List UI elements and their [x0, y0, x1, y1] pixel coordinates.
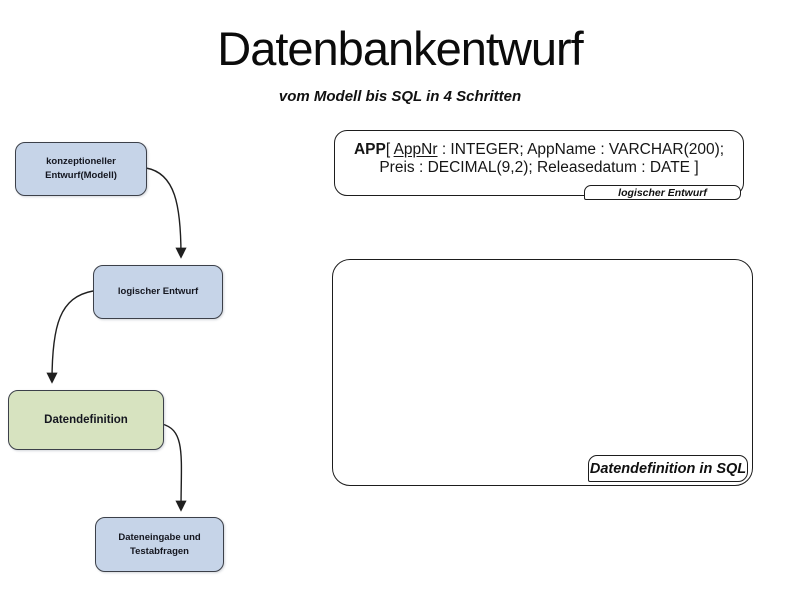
slide-subtitle: vom Modell bis SQL in 4 Schritten	[278, 88, 522, 105]
schema-attributes-1: : INTEGER; AppName : VARCHAR(200);	[437, 141, 725, 158]
flow-step-dateneingabe-testabfragen: Dateneingabe und Testabfragen	[95, 517, 224, 572]
slide-title: Datenbankentwurf	[217, 22, 583, 75]
flow-step-konzeptioneller-entwurf: konzeptioneller Entwurf(Modell)	[15, 142, 147, 196]
flow-step-label: konzeptioneller Entwurf(Modell)	[45, 156, 117, 181]
schema-line-1: APP[ AppNr : INTEGER; AppName : VARCHAR(…	[335, 141, 743, 159]
logischer-entwurf-tab: logischer Entwurf	[584, 185, 741, 200]
flow-step-datendefinition: Datendefinition	[8, 390, 164, 450]
schema-line-2: Preis : DECIMAL(9,2); Releasedatum : DAT…	[379, 159, 699, 176]
sql-definition-box	[332, 259, 753, 486]
connector-arrow-step3-step4	[161, 423, 187, 512]
flow-step-label: Datendefinition	[44, 413, 128, 426]
connector-arrow-step1-step2	[145, 167, 187, 259]
open-bracket: [	[385, 141, 394, 158]
flow-step-label: Dateneingabe und Testabfragen	[118, 531, 201, 557]
datendefinition-in-sql-tab: Datendefinition in SQL	[588, 455, 748, 482]
key-attribute: AppNr	[393, 141, 438, 158]
flow-step-logischer-entwurf: logischer Entwurf	[93, 265, 223, 319]
flow-step-label: logischer Entwurf	[117, 286, 199, 298]
connector-arrow-step2-step3	[46, 290, 94, 384]
logical-design-schema-box: APP[ AppNr : INTEGER; AppName : VARCHAR(…	[334, 130, 744, 196]
relation-name: APP	[353, 141, 386, 158]
